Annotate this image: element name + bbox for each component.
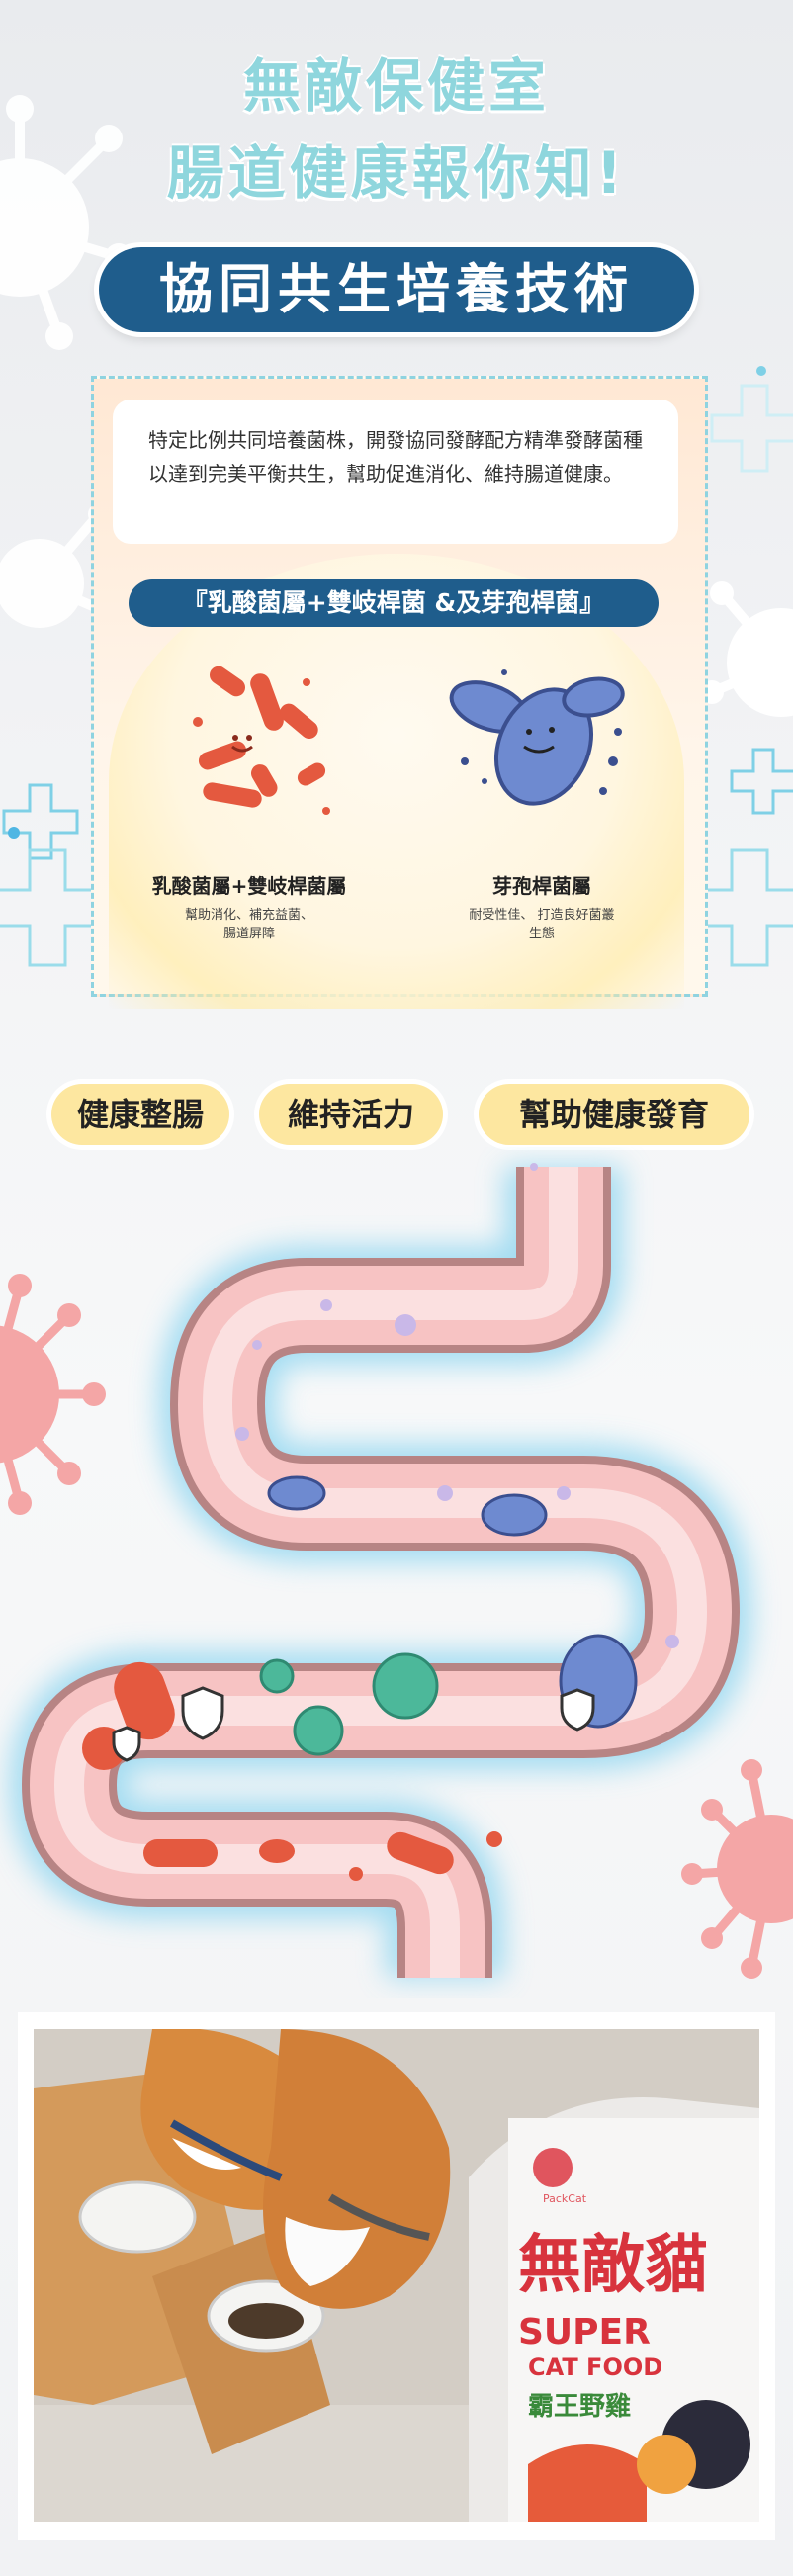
page-title: 無敵保健室	[242, 52, 550, 120]
strain-name-1: 乳酸菌屬+雙岐桿菌屬	[151, 874, 347, 898]
lactobacillus-illustration	[193, 666, 330, 815]
product-flavor: 霸王野雞	[528, 2392, 631, 2422]
shield-icon	[112, 1686, 595, 1762]
strain-desc-2: 耐受性佳、 打造良好菌叢 生態	[469, 908, 615, 941]
benefit-tag-3: 幫助健康發育	[479, 1084, 749, 1145]
virus-icon	[0, 95, 132, 628]
bacillus-illustration	[449, 669, 625, 806]
intestine-illustration	[10, 1163, 751, 1988]
product-name: 無敵貓	[518, 2229, 708, 2302]
cross-icon	[0, 384, 793, 967]
strain-desc-1: 幫助消化、補充益菌、 腸道屏障	[184, 908, 313, 941]
bacillus-icon	[267, 1475, 638, 1729]
intro-text: 特定比例共同培養菌株，開發協同發酵配方精準發酵菌種以達到完美平衡共生，幫助促進消…	[113, 400, 678, 544]
strain-name-2: 芽孢桿菌屬	[492, 874, 591, 898]
germ-icon	[259, 1652, 439, 1756]
page-subtitle: 腸道健康報你知!	[166, 139, 627, 207]
product-super: SUPER	[518, 2312, 651, 2353]
strains-heading: 『乳酸菌屬+雙岐桿菌 &及芽孢桿菌』	[129, 579, 659, 627]
virus-icon	[700, 581, 793, 717]
photo-illustration: PackCat 無敵貓 SUPER CAT FOOD 霸王野雞	[34, 2029, 759, 2522]
pink-virus-icon	[0, 1274, 793, 1979]
benefit-tag-1: 健康整腸	[51, 1084, 229, 1145]
brand-small: PackCat	[543, 2192, 587, 2205]
cats-eating-photo: PackCat 無敵貓 SUPER CAT FOOD 霸王野雞	[34, 2029, 759, 2522]
section-banner: 協同共生培養技術	[99, 247, 694, 332]
panel-glow	[109, 554, 684, 1009]
benefit-tag-2: 維持活力	[259, 1084, 443, 1145]
product-catfood: CAT FOOD	[528, 2354, 662, 2381]
